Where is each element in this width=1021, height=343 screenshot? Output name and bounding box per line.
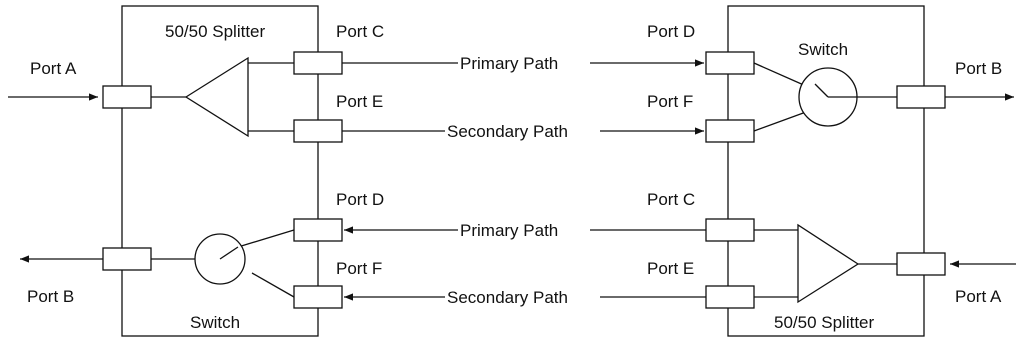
right-port-b	[896, 85, 946, 109]
left-port-f-label: Port F	[336, 259, 382, 278]
right-switch-in-d	[753, 62, 807, 87]
left-port-a-label: Port A	[30, 59, 77, 78]
right-port-c-label: Port C	[647, 190, 695, 209]
left-switch-lever	[219, 246, 239, 260]
primary-path-bottom-label: Primary Path	[460, 221, 558, 240]
left-port-c-label: Port C	[336, 22, 384, 41]
paths: Primary Path Secondary Path Primary Path…	[342, 54, 706, 307]
right-port-f-label: Port F	[647, 92, 693, 111]
left-switch-label: Switch	[190, 313, 240, 332]
right-port-f	[705, 119, 755, 143]
secondary-path-top-label: Secondary Path	[447, 122, 568, 141]
left-port-e-label: Port E	[336, 92, 383, 111]
left-port-b-label: Port B	[27, 287, 74, 306]
right-port-b-label: Port B	[955, 59, 1002, 78]
right-port-a-label: Port A	[955, 287, 1002, 306]
left-splitter-label: 50/50 Splitter	[165, 22, 266, 41]
left-port-d	[293, 218, 343, 242]
left-module: 50/50 Splitter Port A Port C Port E Port…	[8, 5, 384, 337]
right-splitter-icon	[797, 223, 860, 304]
right-port-d	[705, 51, 755, 75]
left-port-d-label: Port D	[336, 190, 384, 209]
right-port-a	[896, 252, 946, 276]
left-enclosure	[121, 5, 319, 337]
primary-path-top-label: Primary Path	[460, 54, 558, 73]
right-port-e	[705, 285, 755, 309]
right-port-c	[705, 218, 755, 242]
left-port-c	[293, 51, 343, 75]
right-switch-label: Switch	[798, 40, 848, 59]
left-port-b	[102, 247, 152, 271]
right-switch-lever	[814, 83, 829, 98]
left-port-f	[293, 285, 343, 309]
right-switch-in-f	[753, 111, 807, 132]
left-splitter-icon	[184, 56, 249, 138]
secondary-path-bottom-label: Secondary Path	[447, 288, 568, 307]
left-switch-in-d	[237, 229, 295, 248]
right-port-e-label: Port E	[647, 259, 694, 278]
right-splitter-label: 50/50 Splitter	[774, 313, 875, 332]
left-switch-in-f	[251, 272, 295, 298]
left-port-a	[102, 85, 152, 109]
right-port-d-label: Port D	[647, 22, 695, 41]
left-port-e	[293, 119, 343, 143]
right-module: Port D Port F Switch Port B Port C Port …	[647, 5, 1016, 337]
